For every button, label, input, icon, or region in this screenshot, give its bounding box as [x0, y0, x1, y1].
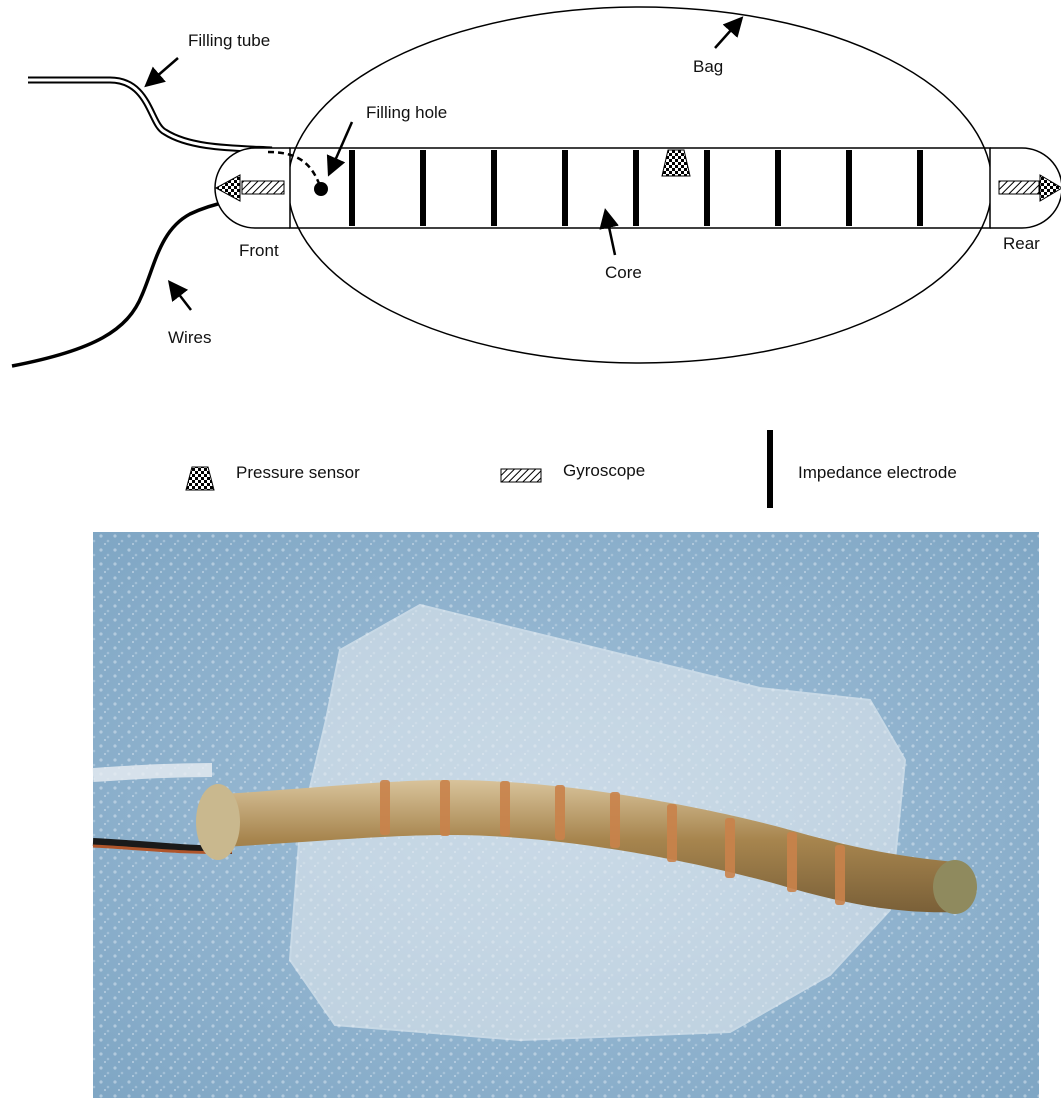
arrow-filling-hole — [330, 122, 352, 172]
photo-front-cap — [196, 784, 240, 860]
legend-electrode-icon — [767, 430, 773, 508]
legend-pressure-sensor-label: Pressure sensor — [236, 463, 360, 482]
impedance-electrode — [917, 150, 923, 226]
photo-electrode-ring — [555, 785, 565, 840]
photo-filling-tube — [93, 770, 212, 775]
legend-pressure-sensor-icon — [186, 467, 214, 490]
impedance-electrode — [420, 150, 426, 226]
label-bag: Bag — [693, 57, 723, 76]
front-gyroscope-icon — [242, 181, 284, 194]
arrow-filling-tube — [148, 58, 178, 84]
label-wires: Wires — [168, 328, 211, 347]
impedance-electrode — [491, 150, 497, 226]
arrow-bag — [715, 20, 740, 48]
photo-electrode-ring — [835, 845, 845, 905]
legend: Pressure sensor Gyroscope Impedance elec… — [186, 430, 957, 508]
photo-electrode-ring — [500, 781, 510, 836]
label-filling-tube: Filling tube — [188, 31, 270, 50]
photo-electrode-ring — [440, 780, 450, 836]
impedance-electrode — [775, 150, 781, 226]
arrow-core — [606, 213, 615, 255]
photo-electrode-ring — [610, 792, 620, 848]
label-core: Core — [605, 263, 642, 282]
photo-electrode-ring — [380, 780, 390, 835]
photo-rear-cap — [933, 860, 977, 914]
photo-electrode-ring — [667, 804, 677, 862]
device-photo — [93, 532, 1039, 1098]
core-body — [290, 148, 990, 228]
filling-hole — [314, 182, 328, 196]
impedance-electrode — [633, 150, 639, 226]
impedance-electrode — [704, 150, 710, 226]
impedance-electrode — [562, 150, 568, 226]
legend-impedance-electrode-label: Impedance electrode — [798, 463, 957, 482]
impedance-electrode — [349, 150, 355, 226]
photo-electrode-ring — [787, 832, 797, 892]
rear-gyroscope-icon — [999, 181, 1039, 194]
label-filling-hole: Filling hole — [366, 103, 447, 122]
schematic: Filling tube Bag Filling hole Front Rear… — [12, 7, 1061, 366]
electrode-group — [349, 150, 923, 226]
legend-gyroscope-label: Gyroscope — [563, 461, 645, 480]
photo-electrode-ring — [725, 818, 735, 878]
arrow-wires — [171, 284, 191, 310]
filling-tube — [28, 80, 272, 150]
impedance-electrode — [846, 150, 852, 226]
label-front: Front — [239, 241, 279, 260]
bag-outline — [288, 7, 992, 363]
legend-gyroscope-icon — [501, 469, 541, 482]
label-rear: Rear — [1003, 234, 1040, 253]
wires — [12, 196, 262, 366]
middle-pressure-sensor-icon — [662, 150, 690, 176]
